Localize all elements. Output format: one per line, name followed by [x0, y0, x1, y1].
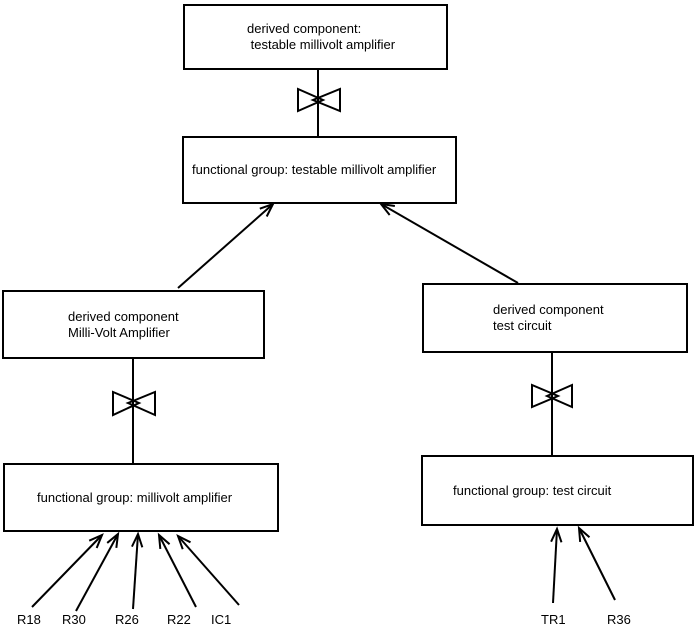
component-label-r26: R26 [115, 612, 139, 627]
component-label-r18: R18 [17, 612, 41, 627]
arrow-derived-test-to-functional-testable [378, 202, 519, 284]
arrow-tr1-to-functional-test [550, 526, 563, 604]
bowtie-icon-top [297, 87, 341, 113]
box-derived-milli-volt-amplifier: derived component Milli-Volt Amplifier [2, 290, 265, 359]
box-text-line: test circuit [493, 318, 552, 333]
arrow-derived-millivolt-to-functional-testable [177, 202, 276, 289]
component-label-r36: R36 [607, 612, 631, 627]
box-text-line: functional group: testable millivolt amp… [192, 162, 437, 177]
box-derived-test-circuit: derived component test circuit [422, 283, 688, 353]
arrow-r36-to-functional-test [577, 525, 616, 601]
box-text-line: Milli-Volt Amplifier [68, 324, 170, 340]
component-label-r22: R22 [167, 612, 191, 627]
box-text-line: derived component: [247, 21, 362, 36]
arrow-ic1-to-functional-millivolt [176, 533, 240, 606]
component-label-tr1: TR1 [541, 612, 566, 627]
arrow-r18-to-functional-millivolt [31, 533, 104, 608]
bowtie-icon-left [112, 390, 156, 417]
arrow-r22-to-functional-millivolt [157, 532, 197, 608]
box-functional-group-millivolt-amplifier: functional group: millivolt amplifier [3, 463, 279, 532]
component-label-r30: R30 [62, 612, 86, 627]
component-label-ic1: IC1 [211, 612, 232, 627]
arrow-r26-to-functional-millivolt [131, 531, 144, 610]
box-functional-group-test-circuit: functional group: test circuit [421, 455, 694, 526]
box-derived-testable-millivolt-amplifier: derived component: testable millivolt am… [183, 4, 448, 70]
box-functional-group-testable-millivolt-amplifier: functional group: testable millivolt amp… [182, 136, 457, 204]
box-text-line: testable millivolt amplifier [247, 37, 396, 52]
box-text-line: functional group: test circuit [453, 482, 612, 498]
box-text-line: functional group: millivolt amplifier [37, 489, 233, 505]
arrow-r30-to-functional-millivolt [75, 531, 120, 612]
box-text-line: derived component [68, 308, 179, 324]
bowtie-icon-right [531, 383, 573, 409]
box-text-line: derived component [493, 302, 604, 317]
